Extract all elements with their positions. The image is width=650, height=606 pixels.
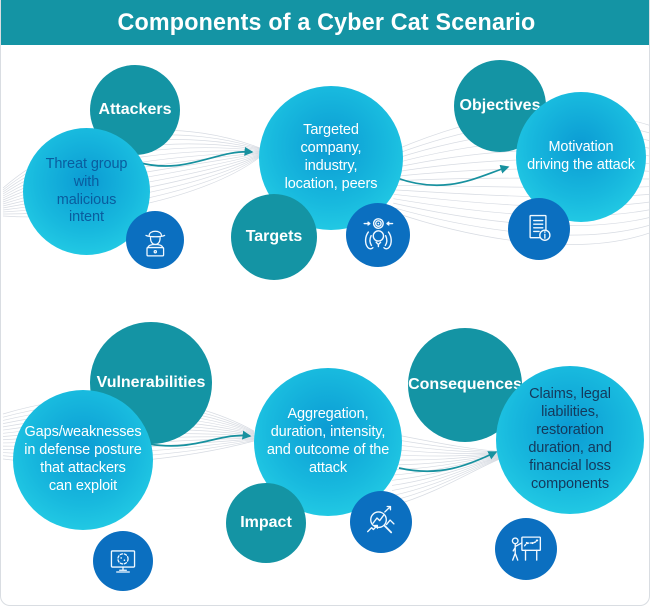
vulnerabilities-desc-circle: Gaps/weaknesses in defense posture that …: [13, 390, 153, 530]
hacker-laptop-icon: [145, 230, 165, 257]
objectives-icon-circle: [508, 198, 570, 260]
vulnerabilities-label: Vulnerabilities: [96, 374, 206, 391]
magnifier-trend-icon: [367, 506, 395, 534]
page-title: Components of a Cyber Cat Scenario: [117, 8, 535, 36]
attackers-label: Attackers: [98, 101, 172, 118]
objectives-label: Objectives: [459, 97, 541, 114]
targets-label: Targets: [245, 228, 303, 245]
impact-label-circle: Impact: [226, 483, 306, 563]
attackers-description: Threat group with malicious intent: [45, 155, 128, 226]
targets-description: Targeted company, industry, location, pe…: [284, 122, 378, 192]
objectives-desc-circle: Motivation driving the attack: [516, 92, 646, 222]
vulnerabilities-description: Gaps/weaknesses in defense posture that …: [24, 424, 142, 494]
targets-label-circle: Targets: [231, 194, 317, 280]
consequences-icon-circle: [495, 518, 557, 580]
impact-label: Impact: [240, 514, 292, 531]
hands-holding-target-icon: [363, 217, 393, 250]
consequences-description: Claims, legal liabilities, restoration d…: [528, 386, 612, 492]
objectives-description: Motivation driving the attack: [527, 139, 635, 173]
teal-flow-arrows: [136, 146, 510, 473]
consequences-desc-circle: Claims, legal liabilities, restoration d…: [496, 366, 644, 514]
presentation-board-icon: [512, 536, 542, 562]
impact-icon-circle: [350, 491, 412, 553]
consequences-label: Consequences: [408, 376, 522, 393]
attackers-icon-circle: [126, 211, 184, 269]
title-bar: Components of a Cyber Cat Scenario: [1, 0, 649, 45]
vulnerabilities-icon-circle: [93, 531, 153, 591]
targets-icon-circle: [346, 203, 410, 267]
document-info-icon: [529, 215, 551, 242]
impact-description: Aggregation, duration, intensity, and ou…: [266, 406, 390, 476]
monitor-bug-icon: [110, 550, 136, 573]
